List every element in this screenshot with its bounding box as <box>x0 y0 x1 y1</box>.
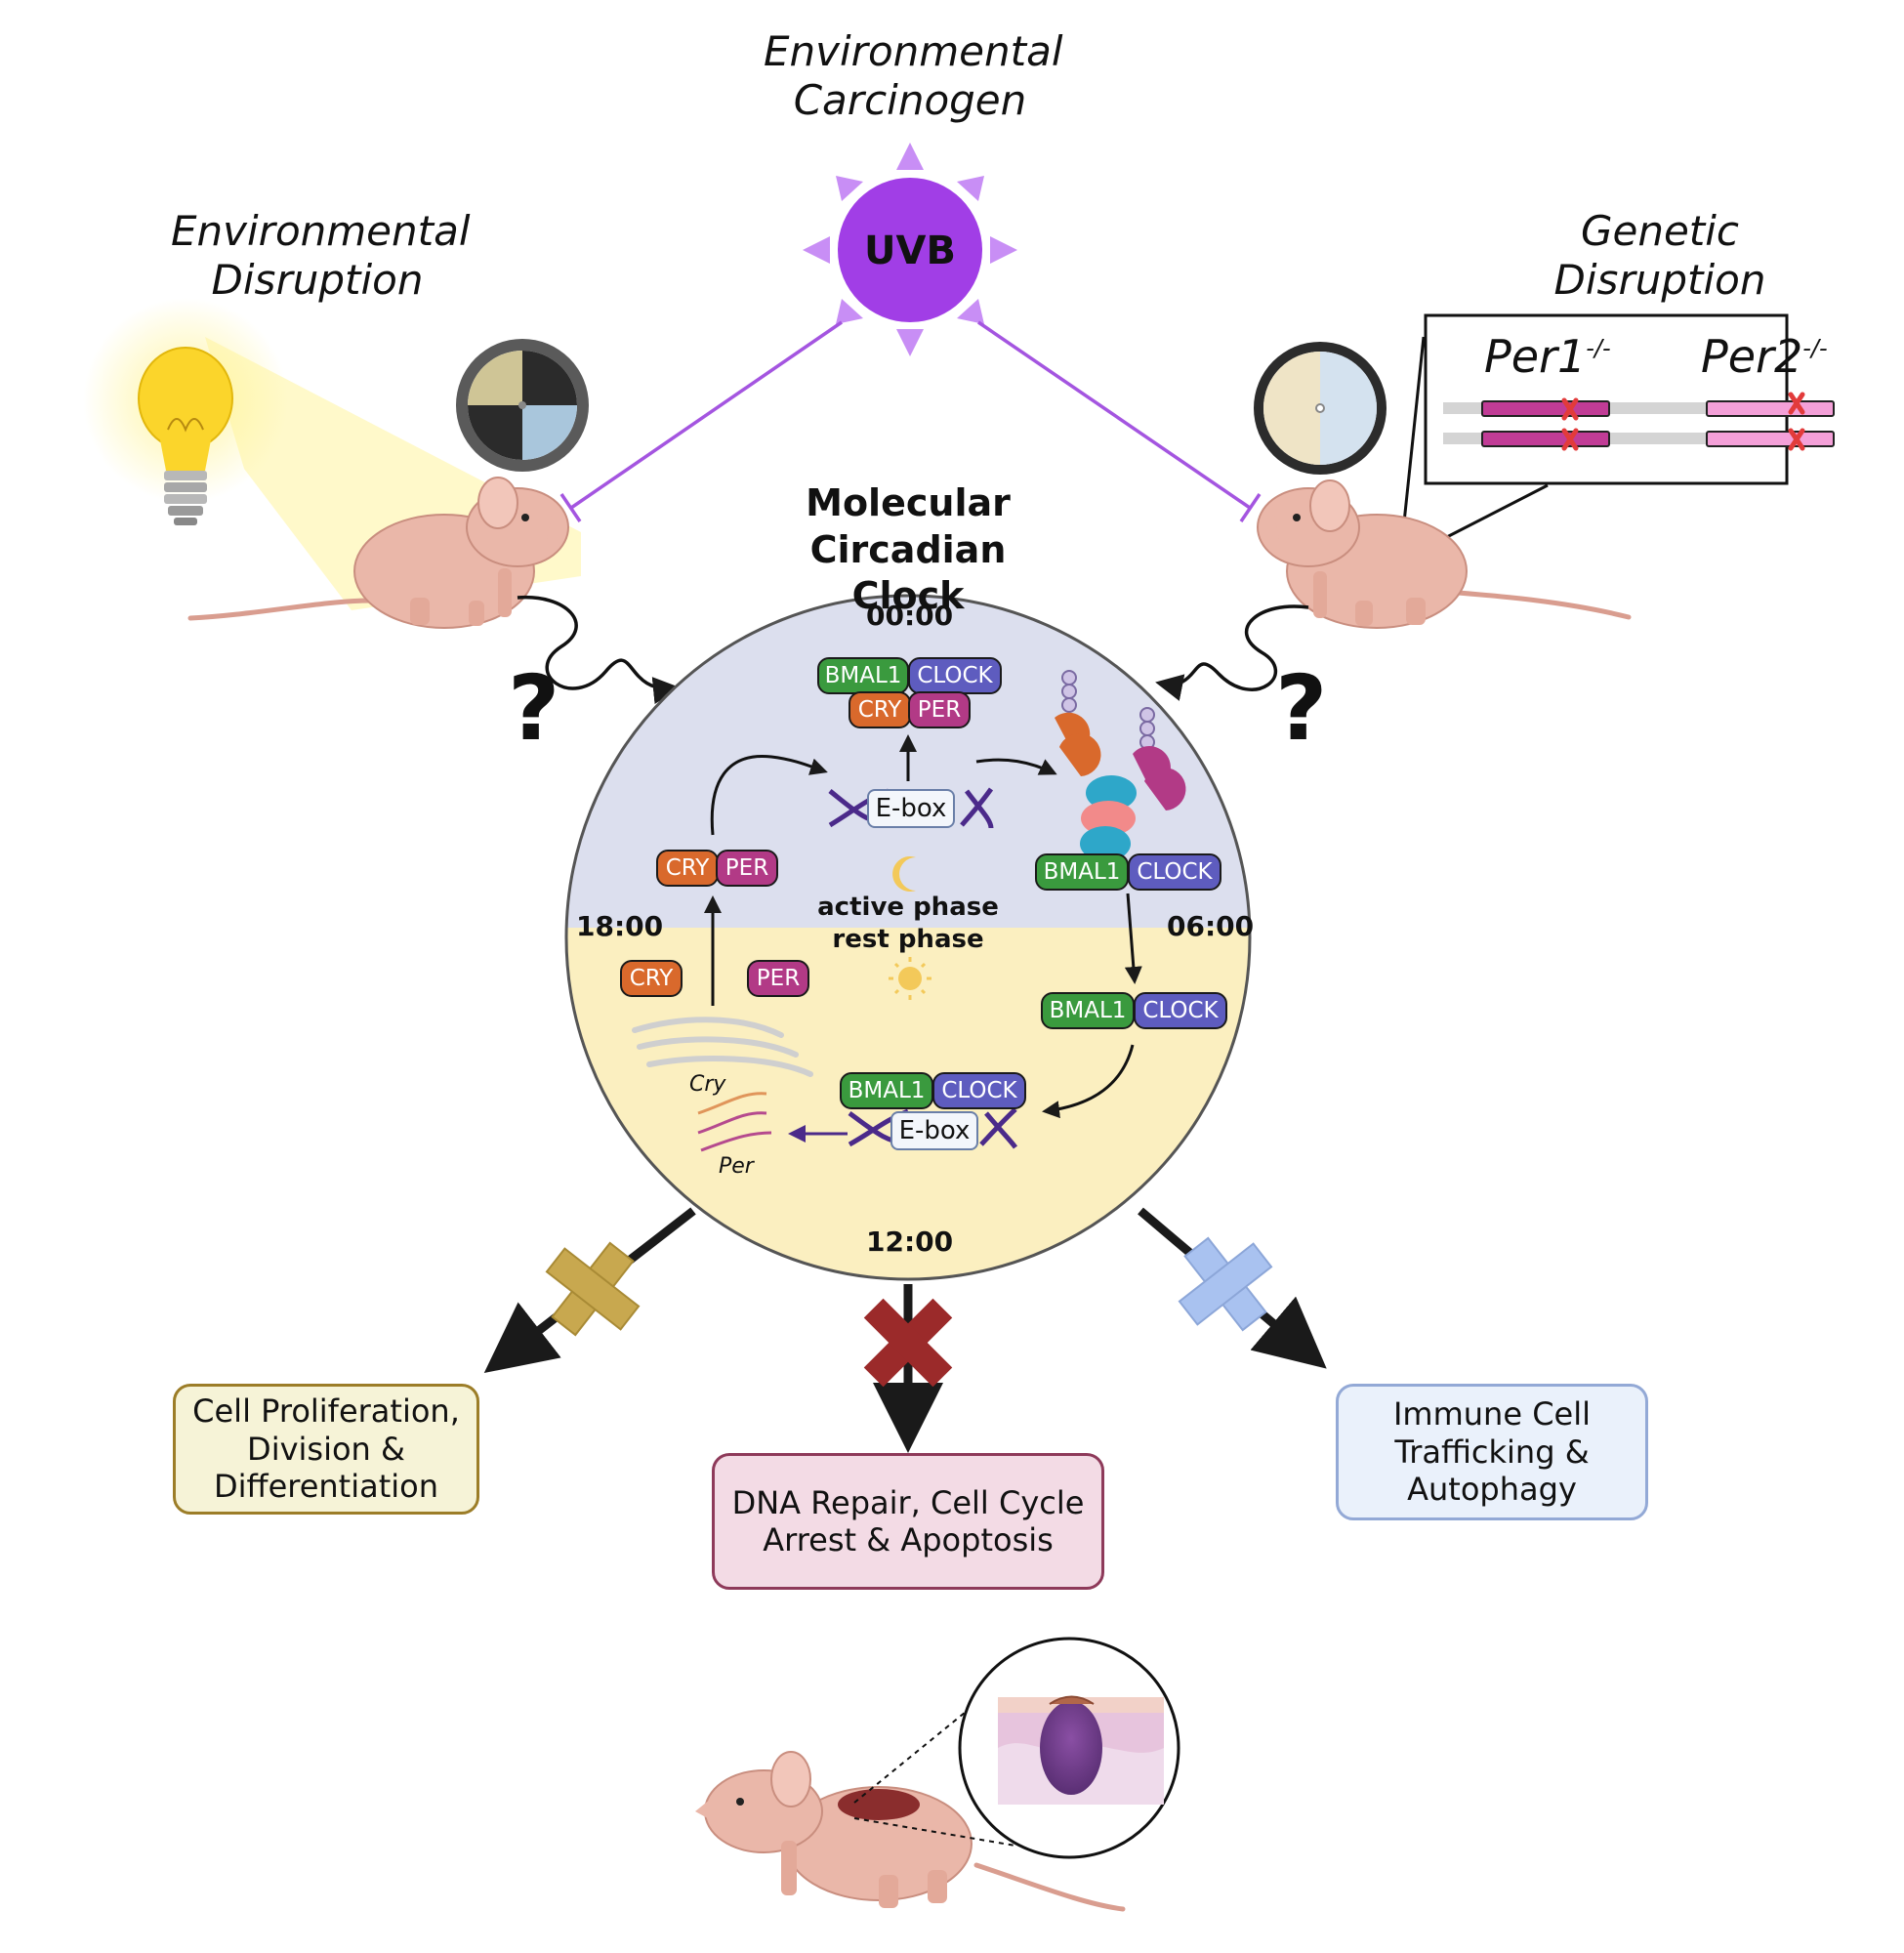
cross-dna-repair-icon <box>863 1298 953 1388</box>
dna-repair-outcome-box: DNA Repair, Cell Cycle Arrest & Apoptosi… <box>712 1453 1104 1590</box>
squiggle-arrows <box>517 595 1309 704</box>
bmal1-pill-right-day: BMAL1 <box>1041 992 1135 1029</box>
uvb-label: UVB <box>864 229 956 273</box>
time-0000: 00:00 <box>866 600 954 632</box>
normal-clock-icon <box>1254 342 1387 475</box>
day-sun-icon <box>889 957 931 1000</box>
cross-immune-icon <box>1178 1236 1273 1332</box>
uvb-inhibition-lines <box>559 320 1262 522</box>
rest-phase-label: rest phase <box>832 925 984 954</box>
bmal1-pill-bottom: BMAL1 <box>840 1072 933 1109</box>
mrna-icon <box>697 1092 772 1152</box>
ebox-bottom: E-box <box>890 1111 978 1150</box>
endoplasmic-reticulum-icon <box>632 1017 813 1077</box>
cycle-arrows <box>704 734 1142 1119</box>
bmal1-pill-top: BMAL1 <box>817 657 909 694</box>
bmal1-pill-right-night: BMAL1 <box>1035 853 1129 891</box>
immune-outcome-box: Immune Cell Trafficking & Autophagy <box>1336 1384 1648 1520</box>
cry-pill-top: CRY <box>849 691 911 728</box>
clock-pill-top: CLOCK <box>908 657 1002 694</box>
clock-title: Molecular Circadian Clock <box>806 481 1011 617</box>
genetic-disruption-title: Genetic Disruption <box>1553 207 1766 305</box>
disrupted-clock-icon <box>456 339 589 472</box>
cross-proliferation-icon <box>545 1241 641 1337</box>
per-pill-day: PER <box>747 960 809 997</box>
mouse-left-icon <box>187 477 569 629</box>
per-gene-label: Per <box>719 1154 754 1179</box>
proteasome-icon <box>1055 670 1186 861</box>
genotype-box <box>1402 313 1835 544</box>
time-0600: 06:00 <box>1167 910 1255 942</box>
light-bulb-icon <box>83 298 288 525</box>
active-phase-label: active phase <box>817 893 999 922</box>
question-mark-left: ? <box>508 656 560 761</box>
clock-pill-right-day: CLOCK <box>1134 992 1227 1029</box>
cry-gene-label: Cry <box>689 1072 726 1097</box>
tumor-inset-icon <box>853 1637 1180 1859</box>
uvb-sun-icon <box>803 143 1017 356</box>
proliferation-outcome-box: Cell Proliferation, Division & Different… <box>173 1384 479 1515</box>
time-1800: 18:00 <box>576 910 664 942</box>
moon-icon <box>892 856 916 893</box>
ebox-top: E-box <box>867 789 955 828</box>
time-1200: 12:00 <box>866 1226 954 1258</box>
clock-pill-right-night: CLOCK <box>1128 853 1221 891</box>
cry-pill-day: CRY <box>620 960 683 997</box>
clock-pill-bottom: CLOCK <box>932 1072 1026 1109</box>
per1-genotype-label: Per1-/- <box>1484 330 1611 383</box>
cry-pill-left: CRY <box>656 850 719 887</box>
mouse-bottom-icon <box>695 1751 1126 1912</box>
environmental-carcinogen-title: Environmental Carcinogen <box>764 27 1063 125</box>
per-pill-left: PER <box>716 850 778 887</box>
mouse-right-icon <box>1257 479 1632 629</box>
environmental-disruption-title: Environmental Disruption <box>171 207 471 305</box>
question-mark-right: ? <box>1275 656 1328 761</box>
per2-genotype-label: Per2-/- <box>1701 330 1828 383</box>
per-pill-top: PER <box>908 691 971 728</box>
